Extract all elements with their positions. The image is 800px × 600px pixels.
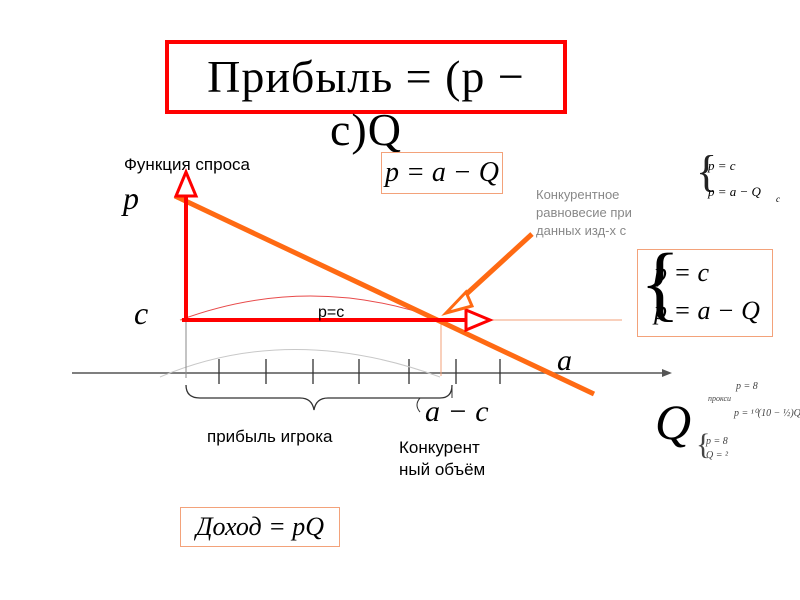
top-right-system: { p = c p = a − Q c: [696, 147, 792, 210]
demand-function-label: Функция спроса: [124, 155, 250, 174]
p-equals-c-label: p=c: [318, 304, 345, 321]
profit-curve-gray: [159, 349, 441, 378]
bottom-right-system-2: { p = 8 Q = ²: [696, 428, 756, 468]
equilibrium-system-box: { p = c p = a − Q: [637, 242, 773, 337]
revenue-formula-box: Доход = pQ: [180, 507, 340, 547]
bottom-right-system-2-line-2: Q = ²: [706, 450, 728, 461]
bottom-right-system-1: p = 8 прокси p = ¹⁰(10 − ½)Q: [708, 381, 800, 423]
profit-formula-box: Прибыль = (p − c)Q: [165, 40, 567, 155]
competitive-volume-label: Конкурент ный объём: [399, 438, 486, 479]
profit-formula: Прибыль = (p − c)Q: [207, 51, 525, 155]
bottom-right-system-1-line-1: p = 8: [736, 381, 758, 392]
system-brace: {: [640, 237, 681, 330]
p-equals-c-arrowhead: [464, 307, 494, 333]
revenue-formula: Доход = pQ: [195, 512, 325, 541]
q-axis-arrowhead: [662, 369, 672, 377]
top-right-system-brace: {: [696, 147, 718, 196]
top-right-system-line-1: p = c: [708, 158, 736, 173]
equilibrium-pointer-arrowhead: [441, 289, 475, 316]
equilibrium-pointer: [459, 232, 534, 301]
demand-formula: p = a − Q: [384, 157, 499, 188]
system-line-2: p = a − Q: [654, 296, 760, 325]
bottom-right-system-1-line-2: p = ¹⁰(10 − ½)Q: [734, 408, 800, 419]
p-axis-arrowhead: [173, 168, 199, 198]
q-axis-ticks: [218, 359, 501, 384]
demand-line: [173, 193, 596, 397]
profit-curve-red: [179, 295, 443, 321]
a-minus-c-brace: [416, 385, 453, 413]
top-right-system-subscript: c: [776, 194, 780, 204]
top-right-system-line-2: p = a − Q: [708, 184, 761, 199]
profit-brace: [185, 384, 453, 411]
a-minus-c-label: a − c: [425, 395, 489, 428]
bottom-right-system-2-line-1: p = 8: [706, 436, 728, 447]
equilibrium-label: Конкурентное равновесие при данных изд-х…: [536, 187, 632, 238]
bottom-right-system-1-note: прокси: [708, 394, 731, 403]
c-axis-label: c: [134, 295, 149, 331]
demand-formula-box: p = a − Q: [381, 152, 503, 194]
bottom-right-system-2-brace: {: [696, 428, 711, 461]
p-axis-label: p: [123, 180, 139, 216]
system-line-1: p = c: [654, 258, 710, 287]
player-profit-label: прибыль игрока: [207, 427, 333, 446]
a-axis-label: a: [557, 344, 572, 377]
q-axis-label: Q: [655, 394, 692, 450]
